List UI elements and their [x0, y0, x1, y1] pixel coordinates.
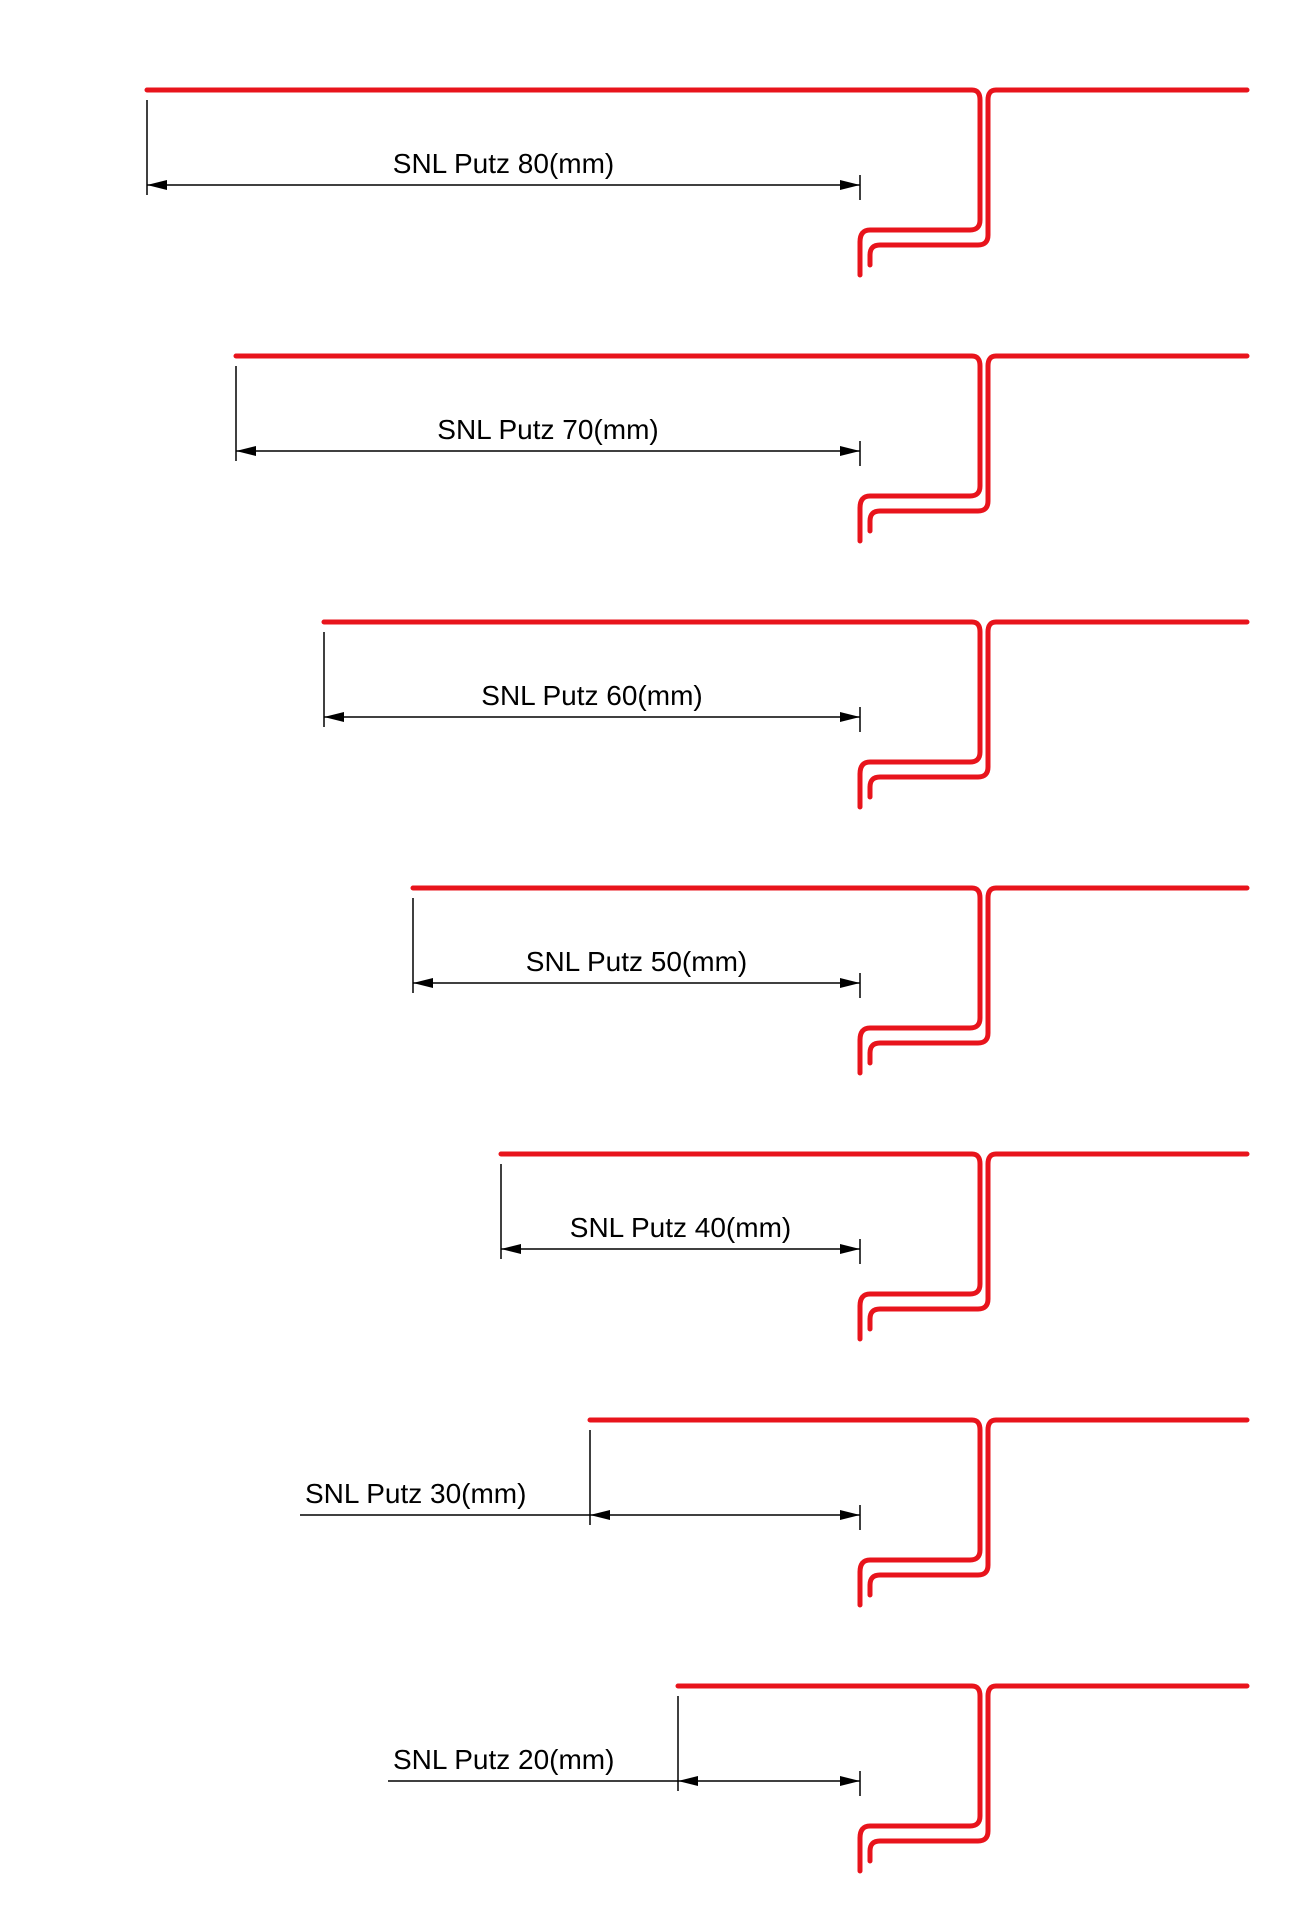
arrowhead-right	[840, 1244, 860, 1254]
profile-outline	[498, 1151, 1250, 1342]
arrowhead-left	[236, 446, 256, 456]
profile-30: SNL Putz 30(mm)	[300, 1417, 1250, 1608]
profile-outline	[675, 1683, 1250, 1874]
profile-outline	[233, 353, 1250, 544]
arrowhead-right	[840, 1776, 860, 1786]
profile-outer-line	[233, 353, 983, 544]
profile-70: SNL Putz 70(mm)	[233, 353, 1250, 544]
arrowhead-left	[413, 978, 433, 988]
dimension-line: SNL Putz 70(mm)	[235, 366, 861, 466]
profile-outline	[410, 885, 1250, 1076]
profile-50: SNL Putz 50(mm)	[410, 885, 1250, 1076]
profile-outer-line	[675, 1683, 983, 1874]
dimension-label: SNL Putz 50(mm)	[526, 946, 747, 977]
dimension-label: SNL Putz 20(mm)	[393, 1744, 614, 1775]
profile-outer-line	[587, 1417, 983, 1608]
arrowhead-left	[590, 1510, 610, 1520]
arrowhead-left	[678, 1776, 698, 1786]
arrowhead-left	[501, 1244, 521, 1254]
dimension-label: SNL Putz 80(mm)	[393, 148, 614, 179]
profile-outline	[321, 619, 1250, 810]
arrowhead-right	[840, 712, 860, 722]
arrowhead-right	[840, 978, 860, 988]
dimension-label: SNL Putz 60(mm)	[481, 680, 702, 711]
arrowhead-right	[840, 180, 860, 190]
dimension-label: SNL Putz 40(mm)	[570, 1212, 791, 1243]
profile-inner-line	[867, 87, 1250, 268]
profile-40: SNL Putz 40(mm)	[498, 1151, 1250, 1342]
profile-inner-line	[867, 885, 1250, 1066]
profile-20: SNL Putz 20(mm)	[388, 1683, 1250, 1874]
arrowhead-right	[840, 1510, 860, 1520]
dimension-line: SNL Putz 50(mm)	[412, 898, 861, 998]
arrowhead-right	[840, 446, 860, 456]
dimension-line: SNL Putz 20(mm)	[388, 1696, 861, 1796]
profile-inner-line	[867, 353, 1250, 534]
profile-outline	[587, 1417, 1250, 1608]
profile-outer-line	[321, 619, 983, 810]
profile-60: SNL Putz 60(mm)	[321, 619, 1250, 810]
profile-inner-line	[867, 619, 1250, 800]
profile-80: SNL Putz 80(mm)	[144, 87, 1250, 278]
dimension-line: SNL Putz 40(mm)	[500, 1164, 861, 1264]
profile-inner-line	[867, 1417, 1250, 1598]
profile-outline	[144, 87, 1250, 278]
dimension-label: SNL Putz 30(mm)	[305, 1478, 526, 1509]
profile-inner-line	[867, 1151, 1250, 1332]
dimension-label: SNL Putz 70(mm)	[437, 414, 658, 445]
profile-outer-line	[144, 87, 983, 278]
arrowhead-left	[147, 180, 167, 190]
dimension-line: SNL Putz 60(mm)	[323, 632, 861, 732]
profile-inner-line	[867, 1683, 1250, 1864]
profile-outer-line	[410, 885, 983, 1076]
arrowhead-left	[324, 712, 344, 722]
dimension-line: SNL Putz 30(mm)	[300, 1430, 861, 1530]
dimension-line: SNL Putz 80(mm)	[146, 100, 861, 200]
profile-outer-line	[498, 1151, 983, 1342]
